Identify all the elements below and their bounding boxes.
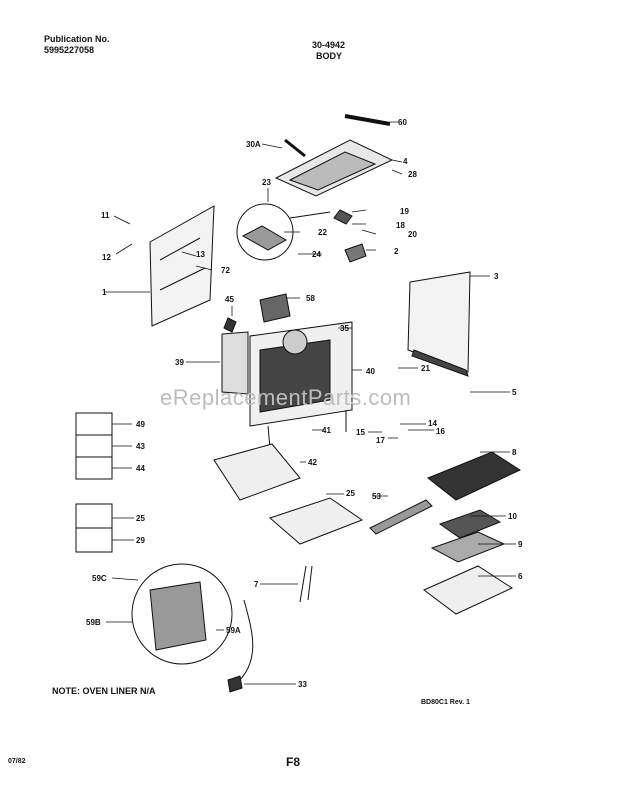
callout-43: 43 bbox=[136, 442, 145, 451]
side-panel-left-detail bbox=[159, 237, 206, 291]
model-code: 30-4942 bbox=[312, 40, 346, 50]
box-25b bbox=[75, 503, 113, 529]
part-45-clip bbox=[223, 317, 237, 333]
callout-60: 60 bbox=[398, 118, 407, 127]
callout-30a: 30A bbox=[246, 140, 261, 149]
callout-16: 16 bbox=[436, 427, 445, 436]
part-30a-screw bbox=[284, 138, 306, 158]
part-35-fan bbox=[282, 329, 308, 355]
detail-leader bbox=[289, 211, 331, 219]
callout-4: 4 bbox=[403, 157, 408, 166]
box-43 bbox=[75, 434, 113, 458]
side-panel-right-base bbox=[411, 349, 469, 377]
revision-label: BD80C1 Rev. 1 bbox=[421, 699, 470, 706]
callout-15: 15 bbox=[356, 428, 365, 437]
box-29 bbox=[75, 527, 113, 553]
callout-22: 22 bbox=[318, 228, 327, 237]
callout-20: 20 bbox=[408, 230, 417, 239]
part-7-wires bbox=[299, 565, 313, 603]
callout-10: 10 bbox=[508, 512, 517, 521]
callout-18: 18 bbox=[396, 221, 405, 230]
part-25-panel bbox=[269, 497, 364, 545]
callout-58: 58 bbox=[306, 294, 315, 303]
callout-24: 24 bbox=[312, 250, 321, 259]
callout-9: 9 bbox=[518, 540, 523, 549]
part-10-grid bbox=[438, 509, 502, 539]
callout-8: 8 bbox=[512, 448, 517, 457]
callout-42: 42 bbox=[308, 458, 317, 467]
detail-bracket bbox=[241, 225, 288, 251]
callout-39: 39 bbox=[175, 358, 184, 367]
callout-28: 28 bbox=[408, 170, 417, 179]
callout-2: 2 bbox=[394, 247, 399, 256]
publication-number: 5995227058 bbox=[44, 45, 95, 55]
callout-29: 29 bbox=[136, 536, 145, 545]
callout-33: 33 bbox=[298, 680, 307, 689]
note-oven-liner: NOTE: OVEN LINER N/A bbox=[52, 686, 156, 696]
callout-5: 5 bbox=[512, 388, 517, 397]
box-49 bbox=[75, 412, 113, 436]
part-18-block bbox=[333, 209, 353, 225]
part-6-panel bbox=[423, 565, 514, 615]
callout-25-upper: 25 bbox=[346, 489, 355, 498]
section-title: BODY bbox=[316, 51, 343, 61]
box-44 bbox=[75, 456, 113, 480]
callout-59b: 59B bbox=[86, 618, 101, 627]
callout-25-lower: 25 bbox=[136, 514, 145, 523]
oven-side-plate bbox=[221, 331, 249, 395]
date-label: 07/82 bbox=[8, 758, 26, 765]
part-9-pan bbox=[430, 531, 506, 563]
callout-59a: 59A bbox=[226, 626, 241, 635]
publication-label: Publication No. bbox=[44, 34, 110, 44]
callout-3: 3 bbox=[494, 272, 499, 281]
callout-6: 6 bbox=[518, 572, 523, 581]
callout-11: 11 bbox=[101, 211, 110, 220]
liner-detail-circle bbox=[131, 563, 233, 665]
callout-23: 23 bbox=[262, 178, 271, 187]
callout-53: 53 bbox=[372, 492, 381, 501]
side-panel-left bbox=[149, 205, 215, 327]
callout-59c: 59C bbox=[92, 574, 107, 583]
callout-44: 44 bbox=[136, 464, 145, 473]
callout-21: 21 bbox=[421, 364, 430, 373]
watermark: eReplacementParts.com bbox=[160, 385, 412, 410]
callout-17: 17 bbox=[376, 436, 385, 445]
callout-1: 1 bbox=[102, 288, 107, 297]
part-53-bar bbox=[369, 499, 433, 535]
part-42-panel bbox=[213, 443, 301, 501]
page-label: F8 bbox=[286, 755, 301, 769]
side-panel-right bbox=[407, 271, 471, 373]
callout-49: 49 bbox=[136, 420, 145, 429]
part-2-block bbox=[344, 243, 367, 263]
part-58-cover bbox=[259, 293, 291, 323]
callout-7: 7 bbox=[254, 580, 259, 589]
liner-insulation bbox=[149, 581, 207, 651]
part-8-rack bbox=[427, 451, 522, 501]
callout-35: 35 bbox=[340, 324, 349, 333]
callout-45: 45 bbox=[225, 295, 234, 304]
callout-41: 41 bbox=[322, 426, 331, 435]
callout-14: 14 bbox=[428, 419, 437, 428]
part-33-plug bbox=[227, 675, 243, 693]
callout-40: 40 bbox=[366, 367, 375, 376]
callout-12: 12 bbox=[102, 253, 111, 262]
cooktop-inner bbox=[288, 151, 377, 191]
callout-13: 13 bbox=[196, 250, 205, 259]
part-60-rod bbox=[344, 114, 391, 126]
part-33-cord bbox=[235, 599, 254, 685]
callout-72: 72 bbox=[221, 266, 230, 275]
callout-19: 19 bbox=[400, 207, 409, 216]
